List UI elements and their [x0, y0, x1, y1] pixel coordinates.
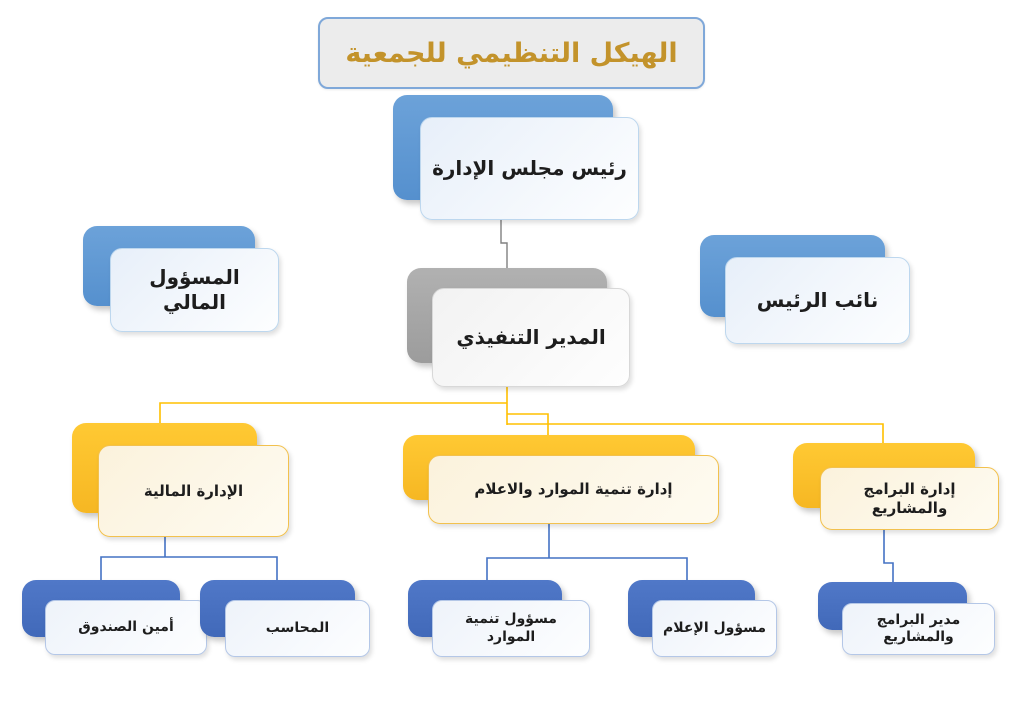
chart-title-box: الهيكل التنظيمي للجمعية [318, 17, 705, 89]
node-programs-projects-dept: إدارة البرامج والمشاريع [793, 443, 1003, 533]
programs-manager-label: مدير البرامج والمشاريع [876, 611, 961, 646]
treasurer-label: أمين الصندوق [78, 618, 174, 635]
connector-executive-resources-dept [507, 413, 549, 437]
executive-director-label-card: المدير التنفيذي [432, 288, 630, 387]
financial-officer-label-card: المسؤول المالي [110, 248, 279, 332]
media-officer-label: مسؤول الإعلام [662, 619, 767, 636]
accountant-label-card: المحاسب [225, 600, 370, 657]
programs-projects-dept-label-card: إدارة البرامج والمشاريع [820, 467, 999, 530]
programs-projects-dept-label: إدارة البرامج والمشاريع [863, 479, 956, 517]
resources-media-dept-label: إدارة تنمية الموارد والاعلام [474, 480, 673, 499]
chairman-label: رئيس مجلس الإدارة [432, 156, 627, 180]
node-finance-dept: الإدارة المالية [72, 423, 292, 538]
connector-resources-children [486, 522, 688, 580]
media-officer-label-card: مسؤول الإعلام [652, 600, 777, 657]
financial-officer-label: المسؤول المالي [149, 265, 240, 314]
resources-officer-label: مسؤول تنمية الموارد [465, 611, 557, 645]
chart-title: الهيكل التنظيمي للجمعية [345, 37, 678, 69]
accountant-label: المحاسب [265, 619, 330, 636]
resources-media-dept-label-card: إدارة تنمية الموارد والاعلام [428, 455, 719, 524]
connector-chairman-executive [500, 219, 508, 268]
node-programs-manager: مدير البرامج والمشاريع [818, 582, 998, 662]
connector-programs-child [883, 528, 894, 583]
node-resources-officer: مسؤول تنمية الموارد [408, 580, 593, 660]
connector-finance-children [100, 535, 278, 580]
finance-dept-label-card: الإدارة المالية [98, 445, 289, 537]
vice-president-label: نائب الرئيس [756, 288, 879, 312]
treasurer-label-card: أمين الصندوق [45, 600, 207, 655]
vice-president-label-card: نائب الرئيس [725, 257, 910, 344]
programs-manager-label-card: مدير البرامج والمشاريع [842, 603, 995, 655]
finance-dept-label: الإدارة المالية [143, 481, 244, 500]
node-media-officer: مسؤول الإعلام [628, 580, 783, 660]
connector-executive-finance-dept [159, 402, 507, 423]
executive-director-label: المدير التنفيذي [456, 325, 606, 349]
node-resources-media-dept: إدارة تنمية الموارد والاعلام [403, 435, 723, 525]
node-executive-director: المدير التنفيذي [407, 268, 637, 388]
node-accountant: المحاسب [200, 580, 375, 660]
resources-officer-label-card: مسؤول تنمية الموارد [432, 600, 590, 657]
node-chairman: رئيس مجلس الإدارة [393, 95, 657, 225]
node-vice-president: نائب الرئيس [700, 235, 915, 350]
chairman-label-card: رئيس مجلس الإدارة [420, 117, 639, 220]
node-treasurer: أمين الصندوق [22, 580, 212, 660]
node-financial-officer: المسؤول المالي [83, 226, 293, 346]
